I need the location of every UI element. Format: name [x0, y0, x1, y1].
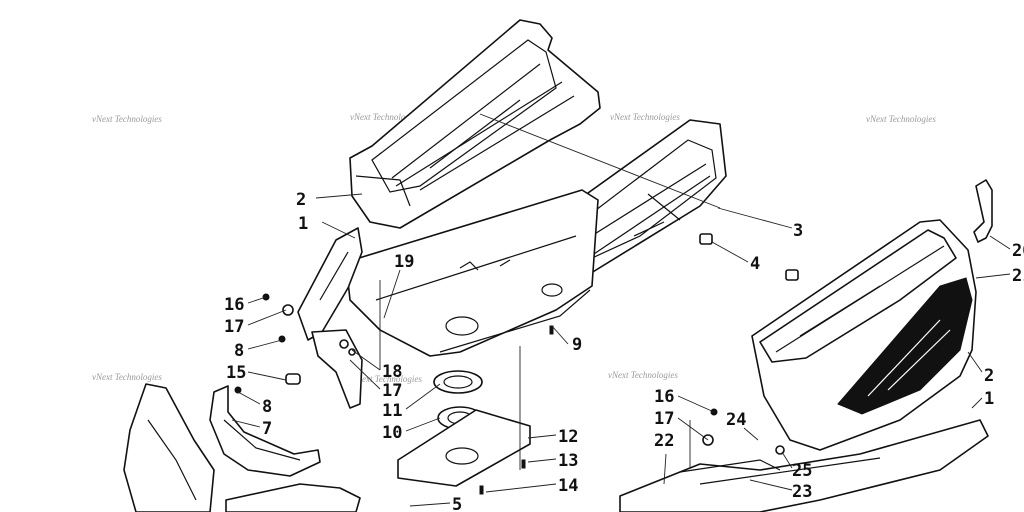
lower-belly-pan-right	[619, 419, 989, 512]
right-strap	[973, 179, 993, 243]
callout-leader-23	[749, 479, 793, 491]
callout-leader-14	[485, 483, 557, 493]
callout-17: 17	[382, 381, 402, 401]
callout-11: 11	[382, 401, 402, 421]
callout-23: 23	[792, 482, 812, 502]
callout-leader-17	[677, 417, 709, 441]
callout-leader-11	[405, 383, 441, 410]
callout-leader-3	[717, 207, 793, 229]
callout-12: 12	[558, 427, 578, 447]
callout-leader-8	[237, 391, 261, 405]
callout-leader-16	[247, 296, 267, 304]
left-side-bracket	[297, 227, 363, 409]
callout-leader-20	[989, 235, 1011, 250]
callout-leader-18	[351, 349, 381, 371]
callout-leader-16	[677, 395, 715, 413]
callout-3: 3	[793, 221, 803, 241]
callout-20: 20	[1012, 241, 1024, 261]
callout-4: 4	[750, 254, 760, 274]
callout-leader-17	[349, 359, 381, 390]
callout-leader-2	[967, 351, 983, 373]
callout-leader-8	[247, 339, 283, 350]
callout-labels: 1234161781587191817111091213145161722242…	[224, 190, 1024, 512]
callout-7: 7	[262, 419, 272, 439]
callout-2: 2	[296, 190, 306, 210]
watermark-text: vNext Technologies	[350, 112, 420, 122]
callout-10: 10	[382, 423, 402, 443]
callout-5: 5	[452, 495, 462, 512]
access-plate	[397, 409, 531, 487]
callout-1: 1	[984, 389, 994, 409]
callout-leader-10	[405, 417, 441, 432]
callout-leader-12	[527, 434, 557, 439]
callout-16: 16	[654, 387, 674, 407]
right-tunnel-cover	[751, 219, 977, 451]
watermark-text: vNext Technologies	[92, 114, 162, 124]
floor-pan	[345, 189, 599, 357]
callout-8: 8	[262, 397, 272, 417]
callout-leader-19	[383, 269, 401, 319]
callout-17: 17	[224, 317, 244, 337]
leader-lines	[231, 193, 1011, 507]
callout-9: 9	[572, 335, 582, 355]
callout-25: 25	[792, 461, 812, 481]
callout-1: 1	[298, 214, 308, 234]
callout-leader-21	[975, 273, 1011, 279]
callout-leader-13	[527, 458, 557, 463]
callout-leader-5	[409, 502, 451, 507]
watermark-text: vNext Technologies	[352, 374, 422, 384]
watermark-text: vNext Technologies	[610, 112, 680, 122]
gasket-ring-upper	[433, 370, 483, 394]
callout-leader-1	[321, 221, 356, 239]
callout-leader-4	[711, 241, 749, 263]
callout-leader-25	[781, 451, 793, 469]
callout-24: 24	[726, 410, 746, 430]
callout-15: 15	[226, 363, 246, 383]
lower-front-bracket	[209, 385, 321, 477]
callout-2: 2	[984, 366, 994, 386]
callout-21: 21	[1012, 266, 1024, 286]
callout-8: 8	[234, 341, 244, 361]
callout-leader-15	[247, 371, 287, 381]
callout-16: 16	[224, 295, 244, 315]
callout-13: 13	[558, 451, 578, 471]
lower-belly-pan-left	[123, 383, 361, 512]
watermark-text: vNext Technologies	[608, 370, 678, 380]
callout-leader-1	[971, 397, 983, 409]
callout-leader-24	[743, 427, 759, 441]
watermark-text: vNext Technologies	[92, 372, 162, 382]
callout-leader-2	[315, 193, 363, 199]
callout-leader-9	[551, 325, 569, 345]
callout-17: 17	[654, 409, 674, 429]
callout-22: 22	[654, 431, 674, 451]
callout-leader-17	[247, 309, 287, 326]
callout-14: 14	[558, 476, 578, 496]
watermark-text: vNext Technologies	[866, 114, 936, 124]
callout-leader-22	[663, 453, 667, 485]
callout-19: 19	[394, 252, 414, 272]
callout-leader-7	[231, 419, 261, 428]
upper-tunnel-cover	[349, 19, 601, 229]
callout-18: 18	[382, 362, 402, 382]
